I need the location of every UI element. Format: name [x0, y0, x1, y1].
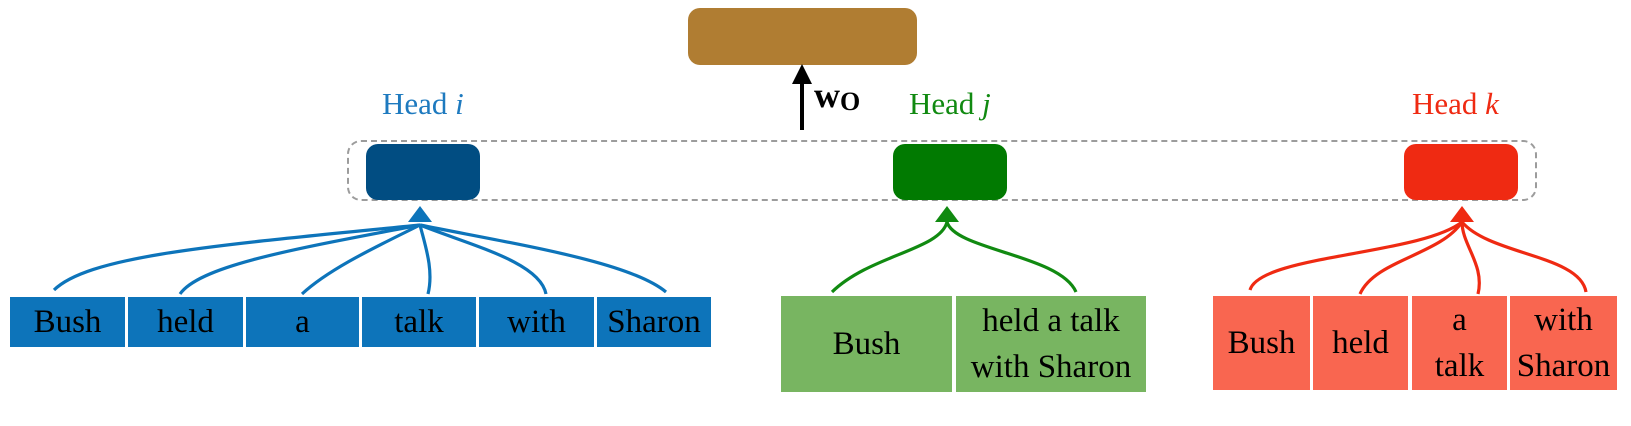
head-k-link: [1460, 221, 1481, 295]
head-k-token: held: [1313, 296, 1408, 390]
head-i-token: talk: [362, 297, 476, 347]
head-k-attention-curves: [1248, 220, 1588, 295]
head-i-link: [52, 223, 421, 292]
head-k-label-prefix: Head: [1412, 86, 1486, 121]
head-i-token: Bush: [10, 297, 125, 347]
head-i-token: Sharon: [597, 297, 711, 347]
head-j-label-prefix: Head: [909, 86, 983, 121]
head-k-token-line: with: [1534, 302, 1593, 338]
head-k-token-line: Bush: [1227, 325, 1296, 361]
head-k-arrow-head: [1450, 206, 1474, 222]
head-k-link: [1358, 221, 1464, 295]
head-j-arrow-head: [935, 206, 959, 222]
head-i-token: held: [128, 297, 243, 347]
head-i-label-var: i: [455, 86, 464, 121]
head-k-token: a talk: [1412, 296, 1507, 390]
head-i-vector: [366, 144, 480, 200]
head-j-label: Head j: [909, 86, 991, 122]
projection-subscript: O: [840, 87, 861, 116]
head-k-token: Bush: [1213, 296, 1310, 390]
head-i-label-prefix: Head: [382, 86, 456, 121]
concatenation-frame: [347, 140, 1537, 201]
head-k-vector: [1404, 144, 1518, 200]
head-k-token: with Sharon: [1510, 296, 1617, 390]
head-j-token-line: held a talk: [982, 303, 1120, 339]
projection-arrow-head: [792, 64, 812, 84]
head-k-token-line: a: [1452, 302, 1467, 338]
head-k-label: Head k: [1412, 86, 1499, 122]
head-j-label-var: j: [982, 86, 991, 121]
head-i-link: [300, 223, 421, 296]
head-i-link: [419, 223, 668, 294]
head-i-attention-curves: [52, 223, 668, 296]
head-i-link: [178, 223, 421, 295]
head-k-token-line: held: [1332, 325, 1389, 361]
head-k-token-line: Sharon: [1516, 348, 1611, 384]
head-i-link: [418, 224, 432, 295]
head-j-link: [945, 221, 1078, 293]
head-k-label-var: k: [1485, 86, 1499, 121]
head-k-token-line: talk: [1434, 348, 1485, 384]
head-i-link: [419, 223, 548, 295]
head-i-token: a: [246, 297, 359, 347]
head-i-token: with: [479, 297, 594, 347]
head-j-link: [830, 221, 949, 294]
projection-label: wO: [814, 74, 860, 117]
output-vector: [688, 8, 917, 65]
projection-symbol: w: [814, 75, 840, 115]
head-j-token: Bush: [781, 296, 952, 392]
head-j-attention-curves: [830, 221, 1078, 294]
head-j-token: held a talk with Sharon: [956, 296, 1146, 392]
head-k-link: [1460, 220, 1588, 293]
head-i-arrow-head: [408, 206, 432, 222]
head-j-token-line: with Sharon: [970, 349, 1132, 385]
head-j-vector: [893, 144, 1007, 200]
head-j-token-line: Bush: [832, 326, 901, 362]
head-k-link: [1248, 220, 1463, 291]
head-i-label: Head i: [382, 86, 464, 122]
